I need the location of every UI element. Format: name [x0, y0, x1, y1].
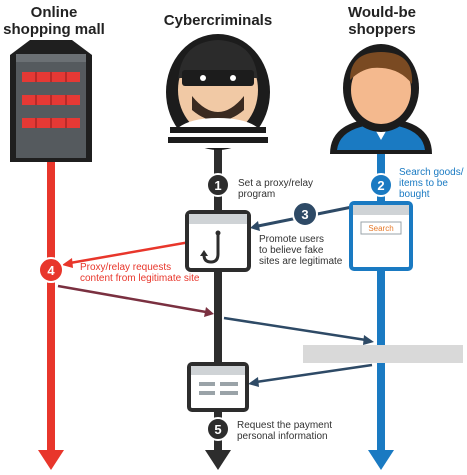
- popup-note: Promote users to believe fake sites are …: [259, 234, 354, 267]
- search-window: [349, 201, 413, 271]
- heading-online-shopping-mall: Online shopping mall: [2, 4, 106, 38]
- hook-popup-window: [185, 210, 251, 272]
- step-1-line-1: Set a proxy/relay: [238, 178, 314, 189]
- heading-shoppers-line-2: shoppers: [348, 21, 416, 38]
- mall-lifeline: [38, 148, 64, 470]
- heading-mall-line-2: shopping mall: [3, 21, 105, 38]
- step-4-note: Proxy/relay requests content from legiti…: [80, 262, 220, 284]
- payment-form-icon: [187, 362, 249, 412]
- popup-line-3: sites are legitimate: [259, 256, 343, 267]
- popup-line-1: Promote users: [259, 234, 325, 245]
- step-5-line-1: Request the payment: [237, 420, 333, 431]
- step-1-number: 1: [214, 178, 221, 193]
- step-5-line-2: personal information: [237, 431, 328, 442]
- step-4-line-1: Proxy/relay requests: [80, 262, 172, 273]
- step-2-line-3: bought: [399, 189, 430, 200]
- criminal-lifeline: [205, 148, 231, 470]
- search-window-label: Search: [368, 224, 393, 233]
- step-4-line-2: content from legitimate site: [80, 273, 200, 284]
- heading-shoppers-line-1: Would-be: [347, 4, 417, 21]
- step-2-number: 2: [377, 178, 384, 193]
- step-4-badge: 4: [38, 257, 64, 283]
- step-2-line-1: Search goods/: [399, 167, 464, 178]
- payment-arrow-shopper-to-form: [248, 363, 373, 387]
- step-4-number: 4: [47, 263, 55, 278]
- heading-would-be-shoppers: Would-be shoppers: [330, 4, 434, 38]
- heading-cybercriminals: Cybercriminals: [158, 12, 278, 29]
- step-5-note: Request the payment personal information: [237, 420, 357, 442]
- step-3-badge: 3: [292, 201, 318, 227]
- step-1-note: Set a proxy/relay program: [238, 178, 348, 200]
- step-5-number: 5: [214, 422, 221, 437]
- shopper-person-icon: [330, 44, 432, 154]
- step-5-badge: 5: [206, 417, 230, 441]
- hook-icon: [200, 230, 221, 264]
- step-2-note: Search goods/ items to be bought: [399, 167, 467, 200]
- masked-criminal-icon: [166, 34, 270, 150]
- relay-arrow-popup-to-mall: [62, 240, 191, 268]
- popup-line-2: to believe fake: [259, 245, 324, 256]
- step-2-line-2: items to be: [399, 178, 448, 189]
- relay-arrow-mall-to-criminal: [57, 284, 214, 317]
- step-1-line-2: program: [238, 189, 276, 200]
- heading-mall-line-1: Online: [30, 4, 78, 21]
- step-2-badge: 2: [369, 173, 393, 197]
- heading-criminals-label: Cybercriminals: [163, 12, 273, 29]
- shopper-lifeline: [368, 148, 394, 470]
- step-3-number: 3: [301, 207, 308, 222]
- fake-site-arrow-to-shopper: [223, 316, 374, 345]
- fake-site-bar: [303, 345, 463, 363]
- step-1-badge: 1: [206, 173, 230, 197]
- shopping-mall-building-icon: [10, 40, 92, 162]
